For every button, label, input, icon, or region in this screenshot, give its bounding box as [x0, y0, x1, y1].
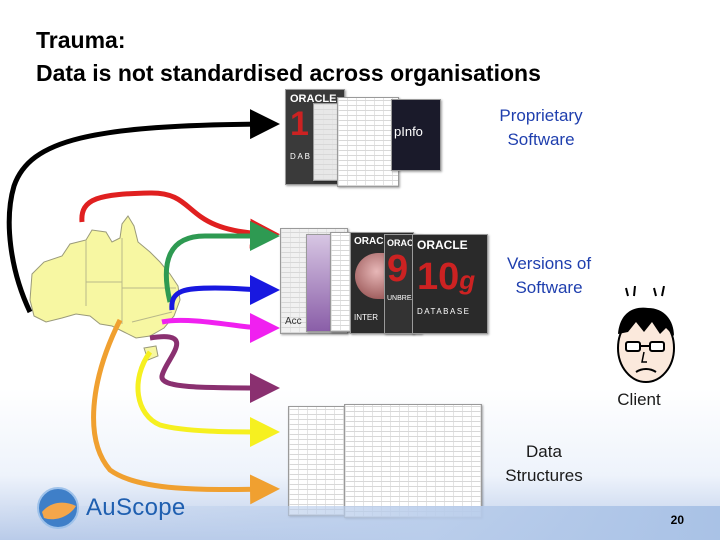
oracle-logo-text: ORACLE	[290, 93, 337, 105]
oracle-10g-logo-text: ORACLE	[417, 238, 468, 252]
arrow-blue	[169, 274, 280, 311]
mapinfo-text: pInfo	[394, 124, 423, 139]
auscope-logo-text: AuScope	[86, 494, 186, 521]
slide-title: Trauma: Data is not standardised across …	[36, 24, 541, 90]
dark-box: pInfo	[391, 99, 441, 171]
ten-g-mark: 10g	[413, 252, 487, 299]
state-borders	[85, 238, 176, 324]
oracle-mid-1-text: ORACLE	[354, 236, 397, 247]
oracle-10g-box: ORACLE 10g DATABASE	[412, 234, 488, 334]
oracle-mid-2-text: ORACLE	[387, 238, 425, 248]
title-line-1: Trauma:	[36, 27, 126, 53]
versions-software-label: Versions of Software	[486, 252, 612, 300]
client-label: Client	[617, 390, 661, 409]
nine-text: 9	[387, 248, 409, 290]
data-line-1: Data	[526, 442, 562, 461]
auscope-logo-icon	[37, 487, 79, 529]
database-text: DATABASE	[417, 307, 471, 316]
page-number: 20	[670, 513, 684, 527]
data-table-window-2	[344, 404, 482, 518]
arrow-green	[163, 221, 280, 303]
data-structures-label: Data Structures	[482, 440, 606, 488]
arrow-red	[79, 190, 280, 249]
title-line-2: Data is not standardised across organisa…	[36, 60, 541, 86]
client-face-icon	[617, 286, 675, 383]
data-structures-images	[288, 404, 482, 518]
arrow-orange	[91, 318, 280, 505]
arrow-yellow	[135, 350, 280, 447]
proprietary-line-2: Software	[507, 130, 575, 149]
versions-line-1: Versions of	[506, 254, 592, 273]
arrow-purple	[149, 334, 280, 403]
proprietary-line-1: Proprietary	[499, 106, 583, 125]
ten-text: 10	[417, 256, 460, 298]
dab-text: D A B	[290, 152, 311, 161]
proprietary-software-images: ORACLE 1 D A B pInfo	[285, 89, 441, 187]
arrow-black	[6, 109, 280, 314]
acc-text: Acc	[285, 316, 302, 327]
data-line-2: Structures	[505, 466, 583, 485]
g-text: g	[459, 265, 476, 295]
unbrea-text: UNBREA	[387, 295, 417, 302]
versions-software-images: Acc ORACLE INTER ORACLE 9 UNBREA ORACLE …	[280, 226, 488, 334]
arrow-magenta	[161, 312, 280, 343]
proprietary-software-label: Proprietary Software	[478, 104, 604, 152]
inter-text: INTER	[354, 313, 378, 322]
software-window-2	[337, 97, 399, 187]
versions-line-2: Software	[515, 278, 583, 297]
footer-bar	[0, 506, 720, 540]
big-one: 1	[290, 105, 309, 143]
australia-landmass	[29, 215, 181, 339]
